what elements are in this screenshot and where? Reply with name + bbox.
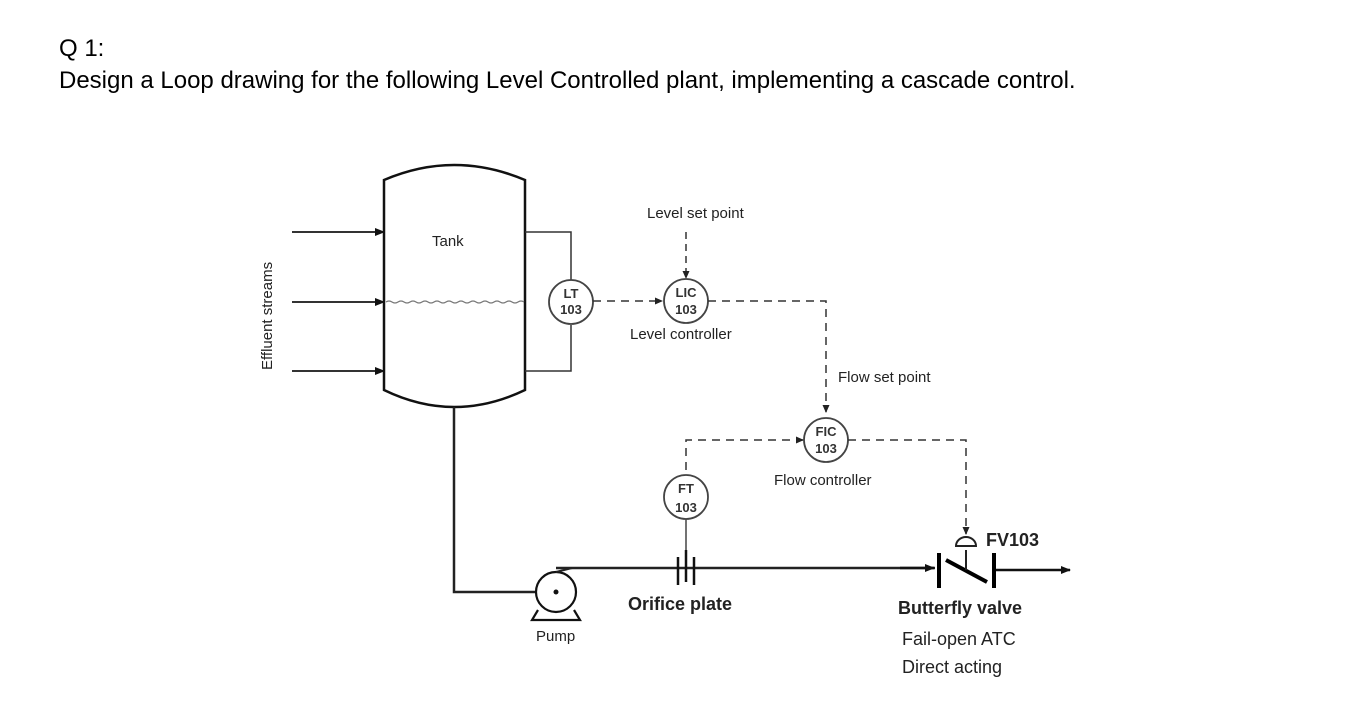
ft-function: FT	[678, 481, 694, 496]
discharge-pipe-start	[555, 567, 573, 573]
level-controller-label: Level controller	[630, 326, 732, 343]
tank-label: Tank	[432, 233, 464, 250]
actuator-icon	[954, 536, 978, 547]
inlet-streams	[292, 228, 385, 375]
orifice-plate-icon	[676, 550, 696, 585]
lic-loop: 103	[675, 302, 697, 317]
flow-setpoint-label: Flow set point	[838, 369, 931, 386]
lt-loop: 103	[560, 302, 582, 317]
ft-loop: 103	[675, 500, 697, 515]
valve-fail-mode: Fail-open ATC	[902, 629, 1016, 649]
lt-impulse-line	[525, 231, 572, 280]
signal-fic-to-fv	[848, 439, 970, 535]
tank: Tank	[382, 163, 527, 409]
lic-function: LIC	[676, 285, 698, 300]
fic-function: FIC	[816, 424, 838, 439]
instrument-lic-103[interactable]: LIC 103	[663, 278, 709, 324]
tank-outlet-pipe	[452, 407, 554, 594]
orifice-plate-label: Orifice plate	[628, 594, 732, 614]
instrument-fic-103[interactable]: FIC 103	[803, 417, 849, 463]
butterfly-valve-fv103[interactable]	[900, 536, 1071, 588]
signal-ft-to-fic	[685, 436, 804, 484]
fic-loop: 103	[815, 441, 837, 456]
question-number: Q 1:	[59, 35, 105, 62]
effluent-streams-label: Effluent streams	[259, 262, 276, 370]
instrument-lt-103[interactable]: LT 103	[548, 279, 594, 325]
pump-label: Pump	[536, 628, 575, 645]
question-text: Design a Loop drawing for the following …	[59, 67, 1076, 94]
lt-impulse-line-low	[525, 325, 572, 372]
signal-lic-to-fic	[708, 300, 830, 413]
pump-icon[interactable]	[530, 570, 582, 622]
level-setpoint-label: Level set point	[647, 205, 745, 222]
instrument-ft-103[interactable]: FT 103	[663, 474, 709, 520]
lt-function: LT	[564, 286, 579, 301]
valve-action: Direct acting	[902, 657, 1002, 677]
valve-tag: FV103	[986, 530, 1039, 550]
flow-controller-label: Flow controller	[774, 472, 872, 489]
liquid-level-line	[385, 300, 525, 304]
valve-type-label: Butterfly valve	[898, 598, 1022, 618]
